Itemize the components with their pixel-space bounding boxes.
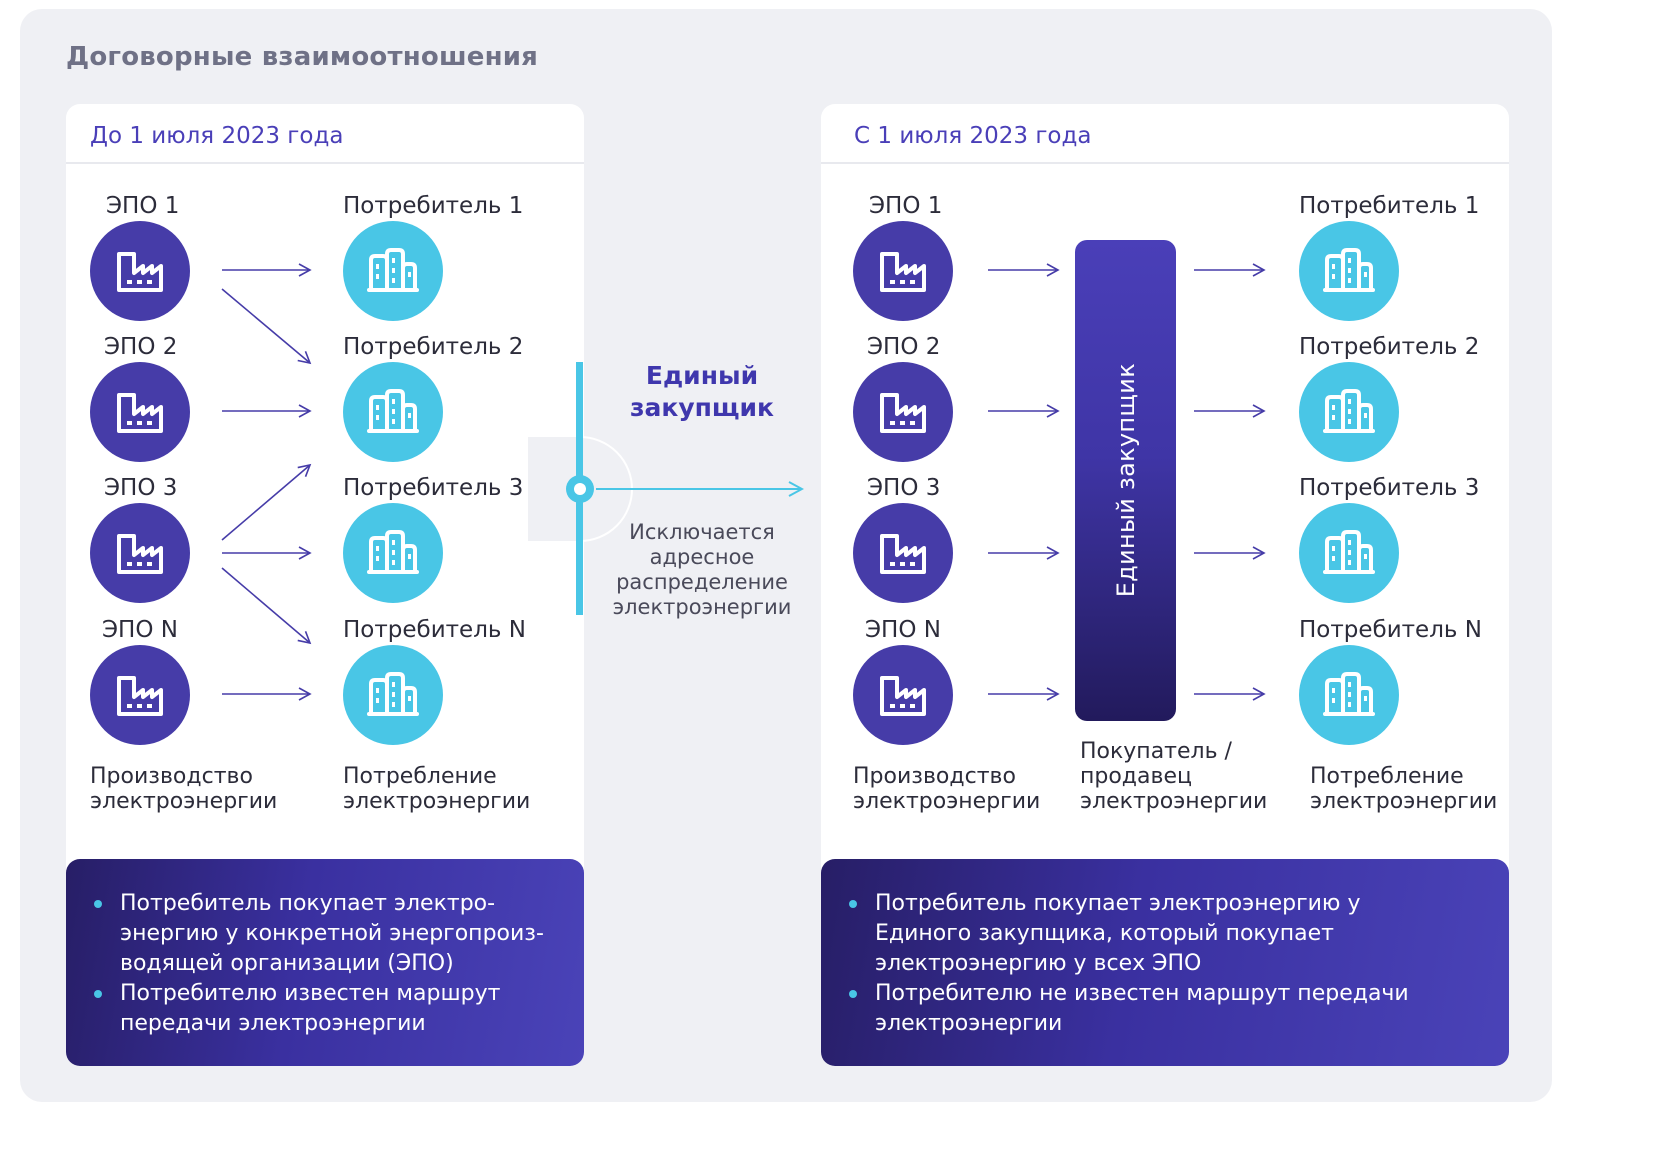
single-buyer-label: Единый закупщик <box>1111 363 1140 598</box>
consumer-node <box>1299 503 1399 603</box>
producer-label: ЭПО 1 <box>869 193 943 219</box>
producer-caption: Производство электроэнергии <box>853 764 1041 814</box>
note-after: Потребитель покупает электроэнергию у Ед… <box>821 859 1509 1066</box>
buyer-caption: Покупатель / продавец электроэнергии <box>1080 739 1268 814</box>
panel-before-header: До 1 июля 2023 года <box>66 104 584 164</box>
buildings-icon <box>1322 244 1376 298</box>
page-title: Договорные взаимоотношения <box>66 42 539 72</box>
producer-label: ЭПО 3 <box>104 475 178 501</box>
producer-label: ЭПО 1 <box>106 193 180 219</box>
consumer-label: Потребитель 2 <box>343 334 524 360</box>
buildings-icon <box>366 526 420 580</box>
consumer-caption: Потребление электроэнергии <box>343 764 531 814</box>
producer-label: ЭПО N <box>102 617 178 643</box>
producer-node <box>90 645 190 745</box>
consumer-label: Потребитель 3 <box>343 475 524 501</box>
buildings-icon <box>1322 526 1376 580</box>
producer-node <box>90 362 190 462</box>
note-item: Потребитель покупает электро-энергию у к… <box>92 889 562 979</box>
consumer-node <box>1299 645 1399 745</box>
producer-node <box>90 503 190 603</box>
producer-label: ЭПО N <box>865 617 941 643</box>
factory-icon <box>876 385 930 439</box>
factory-icon <box>876 244 930 298</box>
producer-label: ЭПО 2 <box>867 334 941 360</box>
consumer-label: Потребитель N <box>1299 617 1482 643</box>
consumer-node <box>343 362 443 462</box>
producer-caption: Производство электроэнергии <box>90 764 278 814</box>
consumer-label: Потребитель 2 <box>1299 334 1480 360</box>
factory-icon <box>876 668 930 722</box>
note-before: Потребитель покупает электро-энергию у к… <box>66 859 584 1066</box>
consumer-label: Потребитель N <box>343 617 526 643</box>
buildings-icon <box>1322 668 1376 722</box>
consumer-node <box>343 503 443 603</box>
producer-node <box>853 503 953 603</box>
buildings-icon <box>1322 385 1376 439</box>
factory-icon <box>113 385 167 439</box>
consumer-label: Потребитель 1 <box>343 193 524 219</box>
buildings-icon <box>366 668 420 722</box>
panel-before: До 1 июля 2023 года ЭПО 1 ЭПО 2 ЭПО 3 ЭП… <box>66 104 584 1066</box>
consumer-label: Потребитель 1 <box>1299 193 1480 219</box>
note-item: Потребитель покупает электроэнергию у Ед… <box>847 889 1487 979</box>
consumer-node <box>343 221 443 321</box>
factory-icon <box>113 244 167 298</box>
note-item: Потребителю не известен маршрут передачи… <box>847 979 1487 1039</box>
producer-node <box>90 221 190 321</box>
producer-node <box>853 645 953 745</box>
consumer-node <box>1299 221 1399 321</box>
center-title: Единый закупщик <box>629 361 775 422</box>
consumer-label: Потребитель 3 <box>1299 475 1480 501</box>
buildings-icon <box>366 385 420 439</box>
consumer-caption: Потребление электроэнергии <box>1310 764 1498 814</box>
buildings-icon <box>366 244 420 298</box>
consumer-node <box>1299 362 1399 462</box>
factory-icon <box>113 668 167 722</box>
single-buyer-bar: Единый закупщик <box>1075 240 1176 721</box>
producer-node <box>853 221 953 321</box>
producer-label: ЭПО 2 <box>104 334 178 360</box>
producer-node <box>853 362 953 462</box>
producer-label: ЭПО 3 <box>867 475 941 501</box>
factory-icon <box>876 526 930 580</box>
factory-icon <box>113 526 167 580</box>
panel-after-header: С 1 июля 2023 года <box>821 104 1509 164</box>
consumer-node <box>343 645 443 745</box>
note-item: Потребителю известен маршрут передачи эл… <box>92 979 562 1039</box>
center-caption: Исключается адресное распределение элект… <box>612 520 792 619</box>
